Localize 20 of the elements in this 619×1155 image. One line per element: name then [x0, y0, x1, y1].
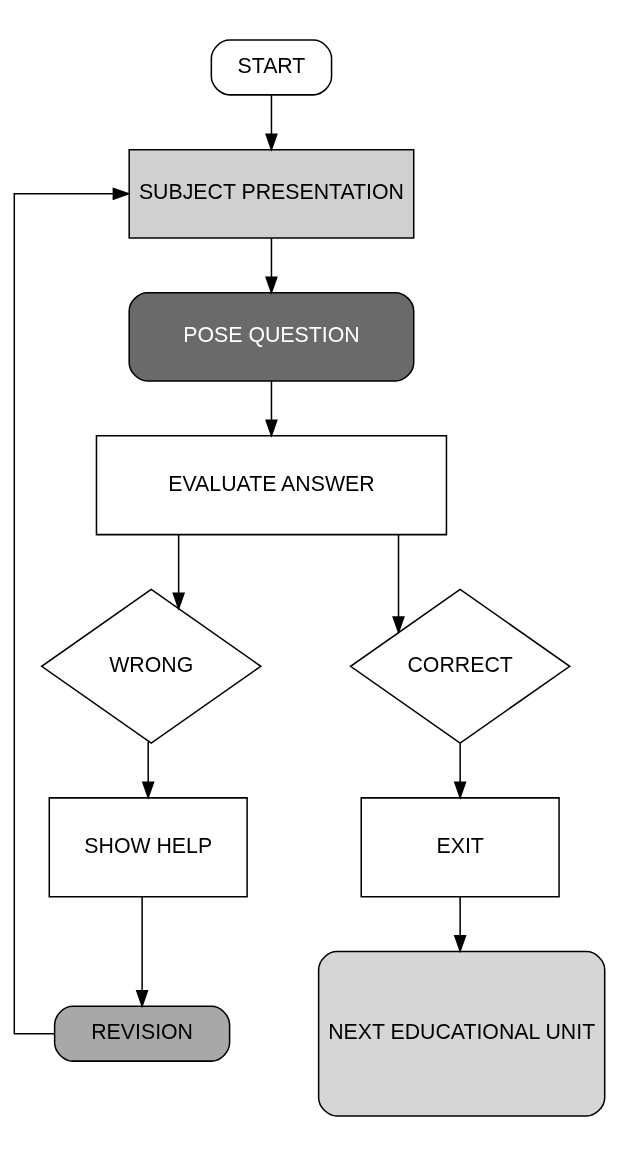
node-box: NEXT EDUCATIONAL UNIT — [317, 950, 606, 1117]
node-box: SHOW HELP — [48, 796, 248, 898]
node-box: EXIT — [360, 796, 560, 898]
arrow — [13, 186, 131, 1034]
node-box: REVISION — [53, 1005, 231, 1062]
arrow — [141, 740, 155, 800]
node-box: POSE QUESTION — [128, 291, 415, 382]
arrow — [172, 533, 186, 611]
arrow — [265, 237, 278, 295]
arrow — [453, 742, 467, 800]
node-diamond: CORRECT — [349, 588, 572, 744]
node-box: EVALUATE ANSWER — [95, 434, 448, 535]
arrow — [135, 895, 149, 1008]
arrow — [453, 895, 467, 953]
node-box: SUBJECT PRESENTATION — [128, 148, 415, 239]
arrow — [265, 380, 278, 438]
node-box: START — [210, 38, 333, 96]
arrow — [265, 93, 278, 152]
arrow — [392, 533, 405, 635]
node-diamond: WRONG — [40, 588, 263, 744]
